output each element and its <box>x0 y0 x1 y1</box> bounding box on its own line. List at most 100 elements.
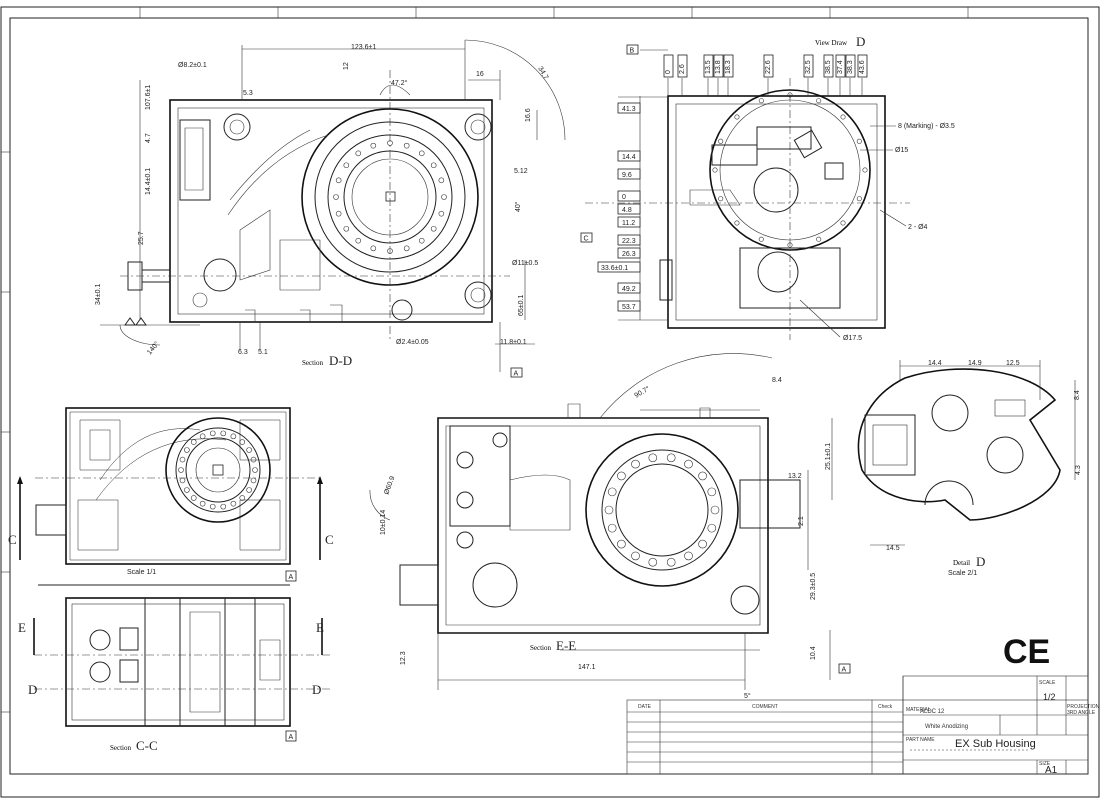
dim-vd-marking: 8 (Marking) - Ø3.5 <box>898 123 955 130</box>
dim-box <box>617 203 641 215</box>
dim-box <box>845 54 856 78</box>
bolt-hole <box>179 477 186 484</box>
dim-vd-left: 4.8 <box>622 207 632 214</box>
bolt-hole <box>862 167 868 173</box>
cut-c-right: C <box>325 532 334 547</box>
dim-box <box>663 54 674 78</box>
datum-b-box-top <box>626 44 639 55</box>
dim-dd-65: 65±0.1 <box>518 295 525 316</box>
dim-ee-13-2: 13.2 <box>788 473 802 480</box>
bolt-hole <box>698 539 707 549</box>
cut-d-left: D <box>28 682 37 697</box>
dim-ee-10-4: 10.4 <box>810 646 817 660</box>
bolt-hole <box>335 177 342 184</box>
dim-vd-top: 18.3 <box>725 60 732 74</box>
section-cc-word: Section <box>110 744 131 752</box>
dim-box <box>617 234 641 246</box>
bolt-hole <box>343 162 350 169</box>
dim-box <box>617 168 641 180</box>
bolt-hole <box>370 245 377 252</box>
section-ee-letters: E-E <box>556 638 576 653</box>
bolt-hole <box>209 503 216 510</box>
top-view-scale-1-1 <box>35 407 320 586</box>
bolt-hole <box>856 138 862 144</box>
dim-det-8-4: 8.4 <box>1074 390 1081 400</box>
bolt-hole <box>355 237 362 244</box>
marker-a-small-label: A <box>289 574 294 581</box>
cut-d-right: D <box>312 682 321 697</box>
bolt-hole <box>666 557 676 567</box>
dim-det-14-4: 14.4 <box>928 360 942 367</box>
bolt-hole <box>631 551 640 561</box>
inner-frame <box>9 17 1089 775</box>
bolt-hole <box>712 167 718 173</box>
bolt-hole <box>403 142 410 149</box>
bolt-hole <box>607 487 617 497</box>
bolt-hole <box>707 487 717 497</box>
dim-dd-phi11: Ø11±0.5 <box>512 260 538 267</box>
dim-ee-90-7: 90.7° <box>633 384 651 399</box>
dim-dd-25-7: 25.7 <box>138 231 145 245</box>
bolt-hole <box>856 196 862 202</box>
section-cc-view <box>34 597 330 727</box>
tb-part-name: EX Sub Housing <box>955 738 1036 750</box>
dim-box <box>617 300 641 312</box>
dim-vd-left: 53.7 <box>622 304 636 311</box>
dim-det-12-5: 12.5 <box>1006 360 1020 367</box>
bolt-hole <box>840 114 846 120</box>
detail-d-view <box>831 360 1076 546</box>
bolt-hole <box>230 500 237 507</box>
dim-dd-34-7: 34.7 <box>536 66 549 81</box>
datum-b-label-top: B <box>630 48 635 55</box>
bolt-hole <box>758 236 764 242</box>
cut-e-right: E <box>316 620 324 635</box>
section-dd-letters: D-D <box>329 353 352 368</box>
bolt-hole <box>617 471 626 481</box>
marker-a-small <box>285 570 297 582</box>
bolt-hole <box>707 523 717 533</box>
view-d <box>585 49 910 340</box>
bolt-hole <box>718 138 724 144</box>
bolt-hole <box>648 453 658 463</box>
bolt-hole <box>190 495 197 501</box>
tb-material-label: MATERIAL <box>906 707 931 713</box>
zone-ticks <box>1 7 969 713</box>
dim-vd-top: 38.3 <box>847 60 854 74</box>
bolt-hole <box>184 447 190 453</box>
dim-vd-left: 11.2 <box>622 220 635 227</box>
bolt-hole <box>250 477 257 484</box>
dim-box <box>723 54 734 78</box>
dim-vd-top: 13.5 <box>705 60 712 74</box>
bolt-hole <box>370 142 377 149</box>
marker-a-cc-label: A <box>289 734 294 741</box>
view-d-label: View Draw <box>815 39 848 47</box>
dim-box <box>617 150 641 162</box>
tb-finish: White Anodizing <box>925 724 968 730</box>
datum-c-label: C <box>584 236 589 243</box>
bolt-hole <box>631 459 640 469</box>
dim-vd-2-phi4: 2 - Ø4 <box>908 224 928 231</box>
bolt-hole <box>199 500 206 507</box>
datum-c-box <box>580 232 593 243</box>
dim-ee-147-1: 147.1 <box>578 664 596 671</box>
bolt-hole <box>617 539 626 549</box>
bolt-hole <box>230 433 237 440</box>
dim-dd-4-7: 4.7 <box>145 133 152 143</box>
dim-dd-40deg: 40° <box>514 201 522 212</box>
bolt-hole <box>666 453 676 463</box>
tb-size-label: SIZE <box>1039 761 1051 767</box>
dim-dd-14-4: 14.4±0.1 <box>145 168 152 195</box>
dim-vd-top: 22.6 <box>765 60 772 74</box>
dim-vd-left: 26.3 <box>622 251 636 258</box>
dim-det-14-5: 14.5 <box>886 545 900 552</box>
dim-dd-phi8-2: Ø8.2±0.1 <box>178 62 207 69</box>
datum-a-ee-label: A <box>842 667 847 674</box>
bolt-hole <box>604 505 614 515</box>
dim-box <box>617 247 641 259</box>
section-ee-dimensions: 90.7° 8.4 Ø60.9 10±0.14 13.2 2.1 29.3±0.… <box>380 377 817 700</box>
dim-ee-12-3: 12.3 <box>400 651 407 665</box>
dim-box <box>677 54 688 78</box>
dim-vd-phi17-5: Ø17.5 <box>843 335 862 342</box>
dim-box <box>823 54 834 78</box>
